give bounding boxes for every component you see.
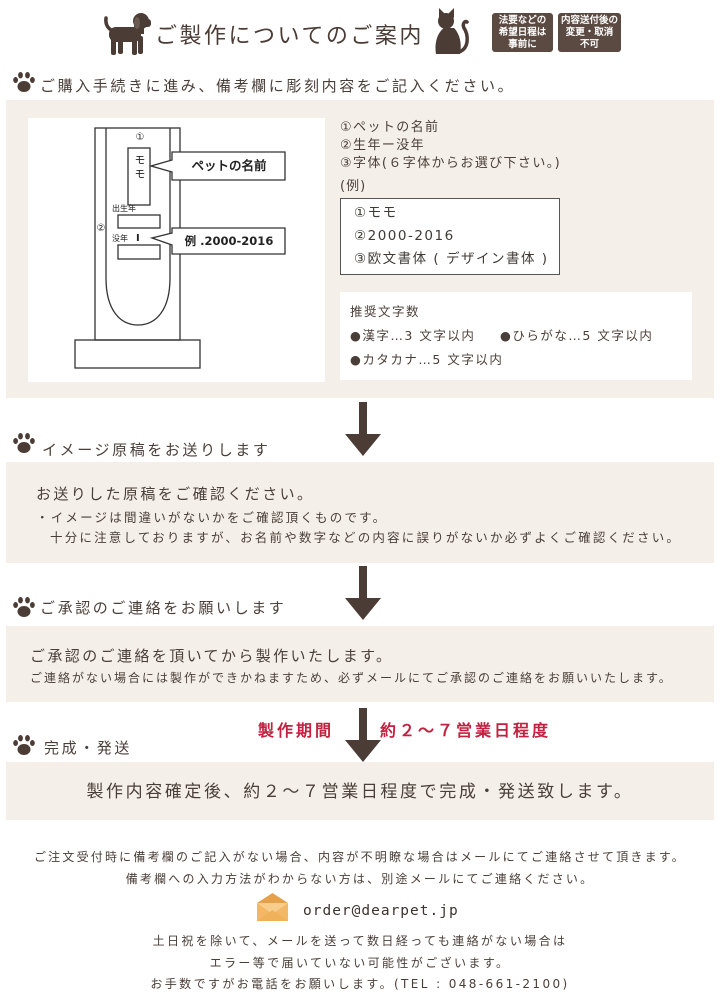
example-line: ②2000-2016 (354, 228, 455, 244)
notice-badge-schedule: 法要などの 希望日程は 事前に (492, 13, 553, 52)
recommended-katakana: ●カタカナ…5 文字以内 (350, 352, 504, 367)
contact-phone-note: お手数ですがお電話をお願いします。(TEL : 048-661-2100) (150, 977, 570, 991)
marker-2: ② (96, 223, 106, 234)
badge-line: 不可 (579, 39, 599, 50)
field-item: ③字体(６字体からお選び下さい。) (340, 156, 562, 171)
step3-lead: ご承認のご連絡を頂いてから製作いたします。 (30, 647, 394, 665)
paw-icon (13, 72, 35, 92)
paw-icon (13, 735, 35, 755)
stone-base (74, 339, 201, 369)
name-engraving-box (127, 147, 151, 206)
marker-1: ① (135, 132, 145, 143)
birth-year-label: 出生年 (112, 204, 136, 213)
stone-inner-outline (105, 128, 171, 326)
dog-icon (104, 13, 151, 55)
years-callout-bubble (149, 227, 286, 255)
contact-note: エラー等で届いていない可能性がございます。 (209, 956, 511, 970)
recommended-row: ●漢字…3 文字以内 ●ひらがな…5 文字以内 (350, 324, 692, 348)
step2-lead: お送りした原稿をご確認ください。 (36, 485, 315, 503)
step1-heading: ご購入手続きに進み、備考欄に彫刻内容をご記入ください。 (40, 77, 516, 95)
down-arrow-icon (345, 708, 381, 762)
step1-panel: ① モモ ペットの名前 出生年 ② 没年 I 例 .2000-2016 ①ペット… (6, 100, 714, 398)
engraved-name: モモ (133, 154, 146, 182)
step2-heading: イメージ原稿をお送りします (42, 441, 271, 459)
envelope-icon (257, 893, 288, 921)
recommended-kanji: ●漢字…3 文字以内 (350, 328, 476, 343)
step4-lead: 製作内容確定後、約２～７営業日程度で完成・発送致します。 (86, 782, 634, 802)
engraving-diagram: ① モモ ペットの名前 出生年 ② 没年 I 例 .2000-2016 (28, 118, 325, 382)
years-callout-label: 例 .2000-2016 (184, 234, 274, 248)
recommended-length-box: 推奨文字数 ●漢字…3 文字以内 ●ひらがな…5 文字以内 ●カタカナ…5 文字以… (340, 292, 692, 380)
production-period-value: 約２～７営業日程度 (380, 721, 552, 740)
step2-note: 十分に注意しておりますが、お名前や数字などの内容に誤りがないか必ずよくご確認くだ… (50, 530, 682, 545)
step4-heading: 完成・発送 (44, 739, 133, 757)
contact-email: order@dearpet.jp (303, 903, 459, 919)
step3-heading: ご承認のご連絡をお願いします (40, 599, 287, 617)
step4-panel: 製作内容確定後、約２～７営業日程度で完成・発送致します。 (6, 762, 714, 820)
notice-badge-no-changes: 内容送付後の 変更・取消 不可 (558, 13, 621, 52)
badge-line: 法要などの (498, 15, 547, 26)
example-line: ①モモ (354, 205, 398, 221)
page-title: ご製作についてのご案内 (155, 24, 424, 49)
down-arrow-icon (345, 402, 381, 456)
badge-line: 内容送付後の (560, 15, 618, 26)
step2-panel: お送りした原稿をご確認ください。 ・イメージは間違いがないかをご確認頂くものです… (6, 462, 714, 563)
recommended-hiragana: ●ひらがな…5 文字以内 (500, 328, 654, 343)
production-period-label: 製作期間 (258, 721, 335, 740)
down-arrow-icon (345, 566, 381, 620)
badge-line: 事前に (508, 39, 537, 50)
step3-panel: ご承認のご連絡を頂いてから製作いたします。 ご連絡がない場合には製作ができかねま… (6, 626, 714, 702)
example-line: ③欧文書体 ( デザイン書体 ) (354, 251, 549, 267)
step2-note: ・イメージは間違いがないかをご確認頂くものです。 (36, 510, 388, 525)
contact-note: 土日祝を除いて、メールを送って数日経っても連絡がない場合は (152, 934, 568, 948)
engraving-fields-list: ①ペットの名前 ②生年ー没年 ③字体(６字体からお選び下さい。) (340, 119, 561, 173)
paw-icon (13, 597, 35, 617)
example-label: (例) (340, 179, 367, 194)
step3-note: ご連絡がない場合には製作ができかねますため、必ずメールにてご承認のご連絡をお願い… (30, 671, 673, 685)
recommended-title: 推奨文字数 (350, 304, 421, 319)
field-item: ②生年ー没年 (340, 138, 426, 153)
name-callout-label: ペットの名前 (191, 158, 267, 173)
memorial-stone-drawing (74, 127, 286, 369)
cat-icon (435, 8, 469, 54)
name-callout-bubble (148, 151, 286, 181)
footer-note: ご注文受付時に備考欄のご記入がない場合、内容が不明瞭な場合はメールにてご連絡させ… (33, 850, 686, 864)
paw-icon (13, 433, 35, 453)
example-box: ①モモ ②2000-2016 ③欧文書体 ( デザイン書体 ) (340, 198, 560, 275)
field-item: ①ペットの名前 (340, 120, 440, 135)
birth-year-box (117, 214, 161, 229)
death-year-box (117, 244, 161, 260)
badge-line: 変更・取消 (565, 27, 614, 38)
death-year-label: 没年 (112, 234, 128, 243)
badge-line: 希望日程は (498, 27, 547, 38)
footer-note: 備考欄への入力方法がわからない方は、別途メールにてご連絡ください。 (125, 872, 595, 886)
year-separator: I (136, 233, 140, 244)
